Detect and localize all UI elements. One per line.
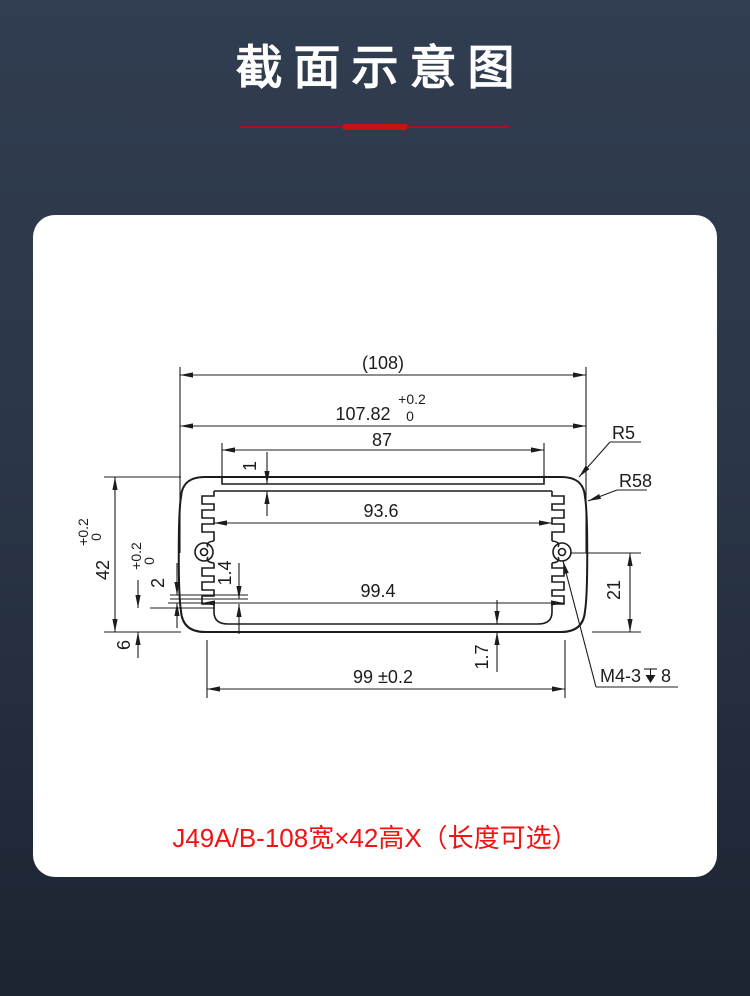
dim-overall-height-tol-plus: +0.2: [75, 518, 91, 546]
dim-bottom-step-tol-plus: +0.2: [128, 542, 144, 570]
dim-mounting-width: 99 ±0.2: [353, 667, 413, 687]
dim-overall-width-ref: (108): [362, 353, 404, 373]
dim-bottom-step-tol-zero: 0: [141, 557, 157, 565]
dimension-lines: (108) 107.82 +0.2 0 87 1 R5 R58: [75, 353, 678, 698]
dim-corner-radius: R5: [612, 423, 635, 443]
profile-interior: [150, 477, 572, 625]
dim-bottom-step: 2: [148, 578, 168, 588]
dim-side-pocket-height: 21: [604, 580, 624, 600]
dim-rib-thickness: 1.4: [215, 560, 235, 585]
dim-bottom-edge: 6: [114, 640, 134, 650]
dim-overall-width: 107.82: [335, 404, 390, 424]
dim-overall-width-tol-plus: +0.2: [398, 391, 426, 407]
drawing-card: [33, 215, 717, 877]
dim-overall-width-tol-zero: 0: [406, 408, 414, 424]
red-divider-accent: [343, 124, 407, 130]
dim-screw-hole-depth: 8: [661, 666, 671, 686]
dim-screw-hole-spec: M4-3: [600, 666, 641, 686]
dim-floor-thickness: 1.7: [472, 644, 492, 669]
dim-overall-height-tol-zero: 0: [88, 533, 104, 541]
model-caption: J49A/B-108宽×42高X（长度可选）: [172, 823, 578, 853]
dim-cover-lip: 1: [240, 461, 260, 471]
page-title: 截面示意图: [235, 41, 526, 94]
profile-outline: [177, 476, 589, 633]
screw-boss-right: [552, 542, 572, 562]
red-divider: [240, 124, 510, 130]
depth-symbol-icon: [644, 668, 657, 683]
dim-wall-radius: R58: [619, 471, 652, 491]
dim-inner-width-upper: 93.6: [363, 501, 398, 521]
dim-overall-height: 42: [93, 560, 113, 580]
dim-inner-width-lower: 99.4: [360, 581, 395, 601]
screw-boss-left: [194, 542, 214, 562]
dim-cover-slot-width: 87: [372, 430, 392, 450]
